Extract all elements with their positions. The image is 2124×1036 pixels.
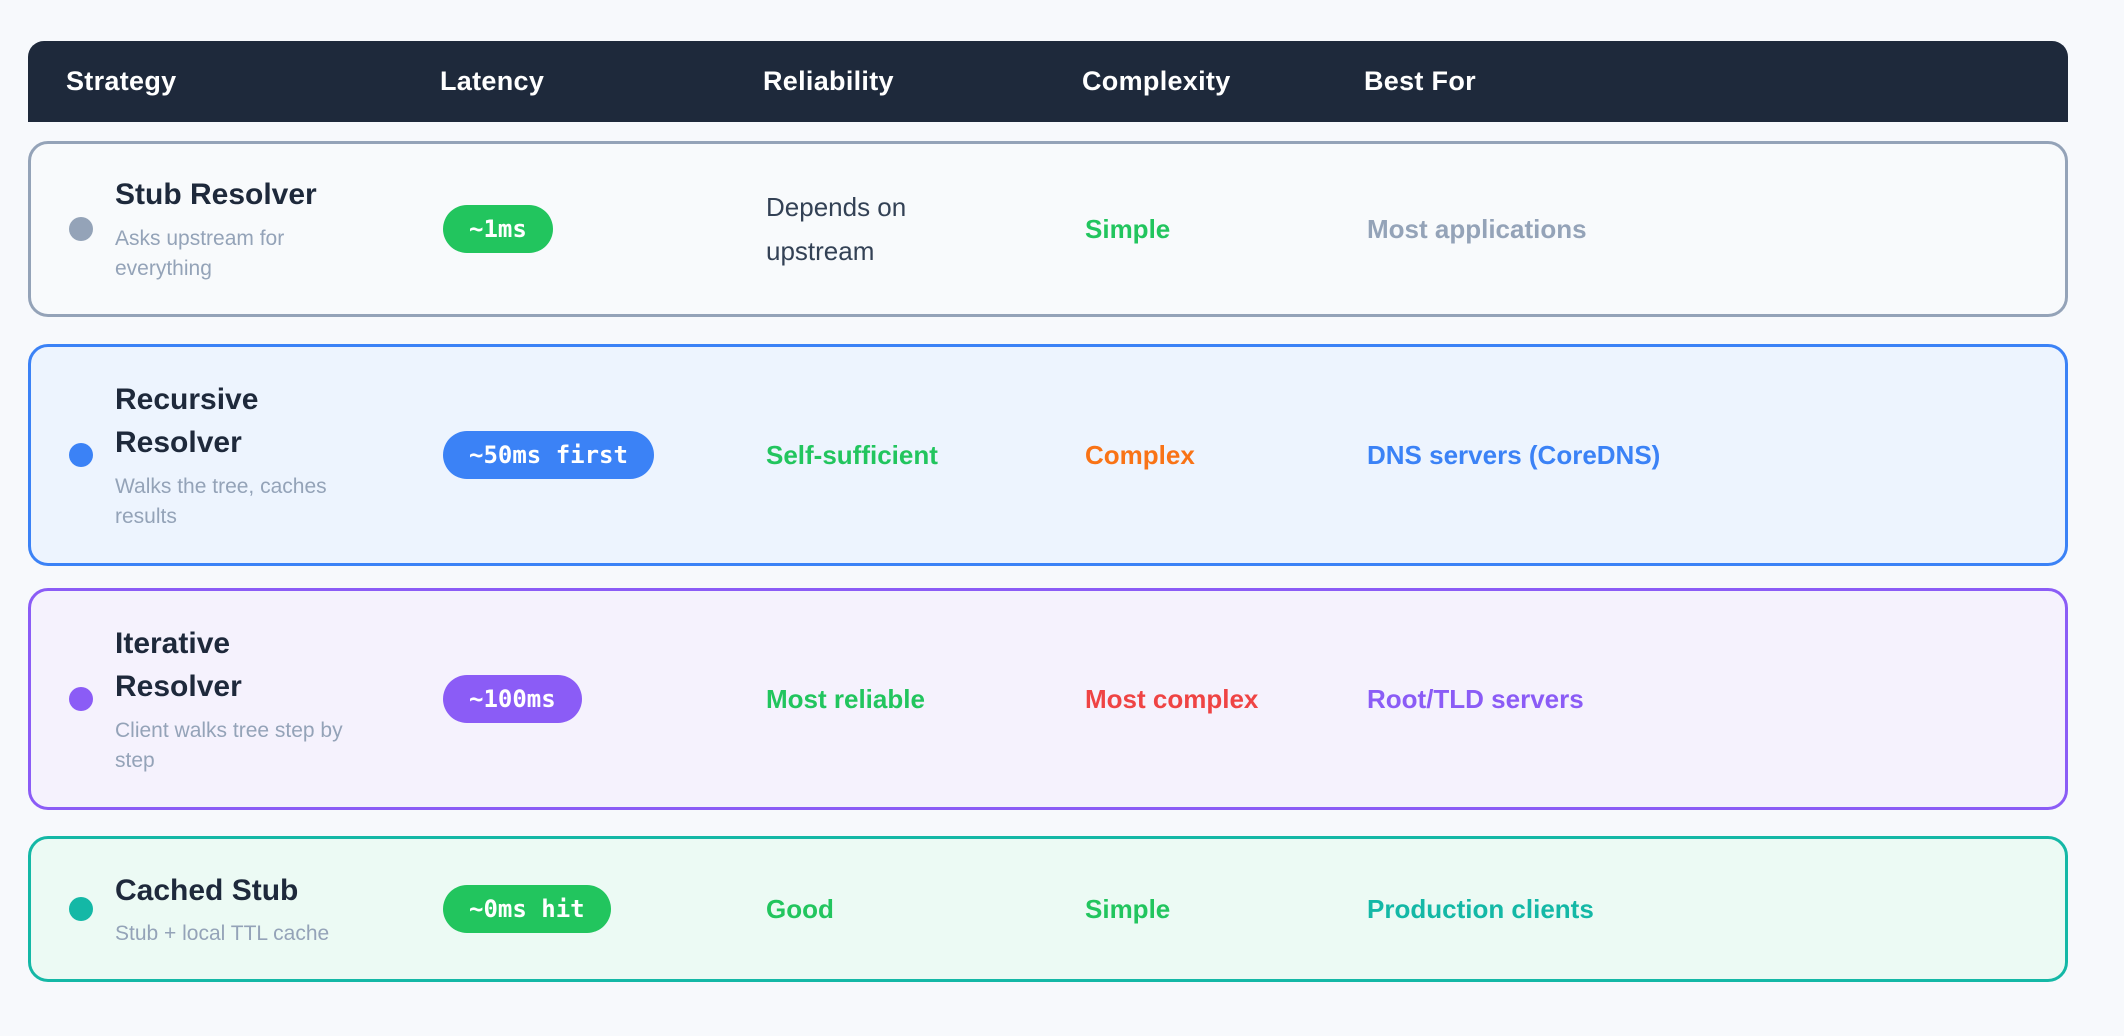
reliability-value: Most reliable xyxy=(766,683,925,714)
reliability-value: Self-sufficient xyxy=(766,439,938,470)
strategy-cell: Recursive Resolver Walks the tree, cache… xyxy=(69,378,443,533)
row-accent-dot xyxy=(69,217,93,241)
complexity-value: Simple xyxy=(1085,893,1171,924)
strategy-comparison-table: Strategy Latency Reliability Complexity … xyxy=(28,41,2068,982)
strategy-text-block: Stub Resolver Asks upstream for everythi… xyxy=(115,173,355,284)
column-header-strategy: Strategy xyxy=(66,66,177,96)
strategy-description: Asks upstream for everything xyxy=(115,226,285,281)
strategy-text-block: Iterative Resolver Client walks tree ste… xyxy=(115,622,355,777)
best-for-cell: Most applications xyxy=(1367,207,2027,251)
latency-badge: ~100ms xyxy=(443,675,582,723)
column-header-best-for: Best For xyxy=(1364,66,1476,96)
table-row-recursive-resolver: Recursive Resolver Walks the tree, cache… xyxy=(28,344,2068,566)
complexity-value: Complex xyxy=(1085,439,1195,470)
strategy-name: Cached Stub xyxy=(115,873,299,907)
best-for-value: DNS servers (CoreDNS) xyxy=(1367,439,1661,470)
strategy-description: Client walks tree step by step xyxy=(115,718,343,772)
column-header-latency: Latency xyxy=(440,66,545,96)
strategy-cell: Iterative Resolver Client walks tree ste… xyxy=(69,622,443,777)
strategy-name: Recursive Resolver xyxy=(115,382,259,460)
strategy-cell: Cached Stub Stub + local TTL cache xyxy=(69,869,443,950)
reliability-cell: Good xyxy=(766,887,1085,931)
latency-badge: ~0ms hit xyxy=(443,885,611,933)
strategy-name: Stub Resolver xyxy=(115,178,317,212)
reliability-value: Depends on upstream xyxy=(766,191,907,266)
row-accent-dot xyxy=(69,687,93,711)
latency-cell: ~100ms xyxy=(443,675,766,723)
best-for-value: Production clients xyxy=(1367,893,1594,924)
best-for-cell: DNS servers (CoreDNS) xyxy=(1367,433,2027,477)
column-header-reliability: Reliability xyxy=(763,66,894,96)
complexity-value: Most complex xyxy=(1085,683,1259,714)
best-for-value: Root/TLD servers xyxy=(1367,683,1584,714)
strategy-text-block: Recursive Resolver Walks the tree, cache… xyxy=(115,378,355,533)
table-row-iterative-resolver: Iterative Resolver Client walks tree ste… xyxy=(28,588,2068,810)
latency-badge: ~1ms xyxy=(443,205,553,253)
complexity-cell: Simple xyxy=(1085,207,1367,251)
best-for-cell: Production clients xyxy=(1367,887,2027,931)
row-accent-dot xyxy=(69,897,93,921)
reliability-cell: Most reliable xyxy=(766,677,1085,721)
latency-badge: ~50ms first xyxy=(443,431,654,479)
latency-cell: ~1ms xyxy=(443,205,766,253)
strategy-text-block: Cached Stub Stub + local TTL cache xyxy=(115,869,329,950)
complexity-cell: Simple xyxy=(1085,887,1367,931)
latency-cell: ~50ms first xyxy=(443,431,766,479)
complexity-cell: Most complex xyxy=(1085,677,1367,721)
complexity-value: Simple xyxy=(1085,213,1171,244)
strategy-description: Walks the tree, caches results xyxy=(115,474,327,528)
reliability-value: Good xyxy=(766,893,834,924)
row-accent-dot xyxy=(69,443,93,467)
table-header-row: Strategy Latency Reliability Complexity … xyxy=(28,41,2068,122)
reliability-cell: Self-sufficient xyxy=(766,433,1085,477)
strategy-cell: Stub Resolver Asks upstream for everythi… xyxy=(69,173,443,284)
best-for-cell: Root/TLD servers xyxy=(1367,677,2027,721)
table-row-cached-stub: Cached Stub Stub + local TTL cache ~0ms … xyxy=(28,836,2068,982)
best-for-value: Most applications xyxy=(1367,213,1587,244)
column-header-complexity: Complexity xyxy=(1082,66,1231,96)
complexity-cell: Complex xyxy=(1085,433,1367,477)
strategy-name: Iterative Resolver xyxy=(115,626,242,704)
table-row-stub-resolver: Stub Resolver Asks upstream for everythi… xyxy=(28,141,2068,317)
strategy-description: Stub + local TTL cache xyxy=(115,922,330,946)
reliability-cell: Depends on upstream xyxy=(766,185,1085,273)
latency-cell: ~0ms hit xyxy=(443,885,766,933)
